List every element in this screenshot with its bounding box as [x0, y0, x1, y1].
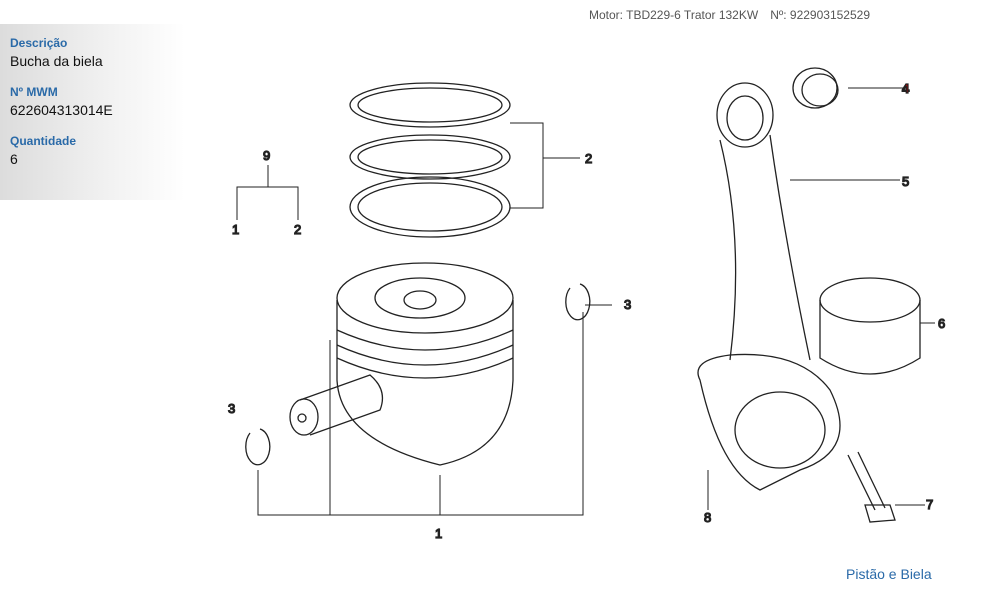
- callout-4-selected[interactable]: 4: [901, 80, 910, 96]
- description-label: Descrição: [10, 36, 68, 50]
- callout-7[interactable]: 7: [925, 496, 934, 512]
- rod-bolt[interactable]: [847, 451, 896, 523]
- motor-label: Motor: TBD229-6 Trator 132KW: [589, 8, 759, 22]
- piston-rings[interactable]: [349, 82, 511, 238]
- callout-3-left[interactable]: 3: [227, 400, 236, 416]
- callout-3-right[interactable]: 3: [623, 296, 632, 312]
- rod-bushing[interactable]: [792, 67, 839, 109]
- serial-number: Nº: 922903152529: [770, 8, 870, 22]
- callout-6[interactable]: 6: [937, 315, 946, 331]
- callout-1[interactable]: 1: [434, 525, 443, 541]
- mwm-value: 622604313014E: [10, 102, 113, 118]
- part-info-panel: Descrição Bucha da biela Nº MWM 62260431…: [0, 24, 185, 200]
- callout-2[interactable]: 2: [584, 150, 593, 166]
- callout-8[interactable]: 8: [703, 509, 712, 525]
- bearing-shells[interactable]: [819, 277, 921, 375]
- quantity-label: Quantidade: [10, 134, 77, 148]
- callout-2-legend: 2: [294, 222, 301, 237]
- piston[interactable]: [336, 262, 514, 466]
- circlip-right[interactable]: [565, 283, 591, 321]
- connecting-rod[interactable]: [697, 82, 841, 491]
- callout-9: 9: [263, 148, 270, 163]
- callout-5[interactable]: 5: [901, 173, 910, 189]
- description-value: Bucha da biela: [10, 53, 103, 69]
- quantity-value: 6: [10, 151, 18, 167]
- circlip-left[interactable]: [245, 428, 271, 466]
- mwm-label: Nº MWM: [10, 85, 58, 99]
- pistao-biela-link[interactable]: Pistão e Biela: [846, 566, 932, 582]
- piston-pin[interactable]: [289, 374, 384, 436]
- callout-1-legend: 1: [232, 222, 239, 237]
- engine-header: Motor: TBD229-6 Trator 132KW Nº: 92290315…: [589, 8, 882, 22]
